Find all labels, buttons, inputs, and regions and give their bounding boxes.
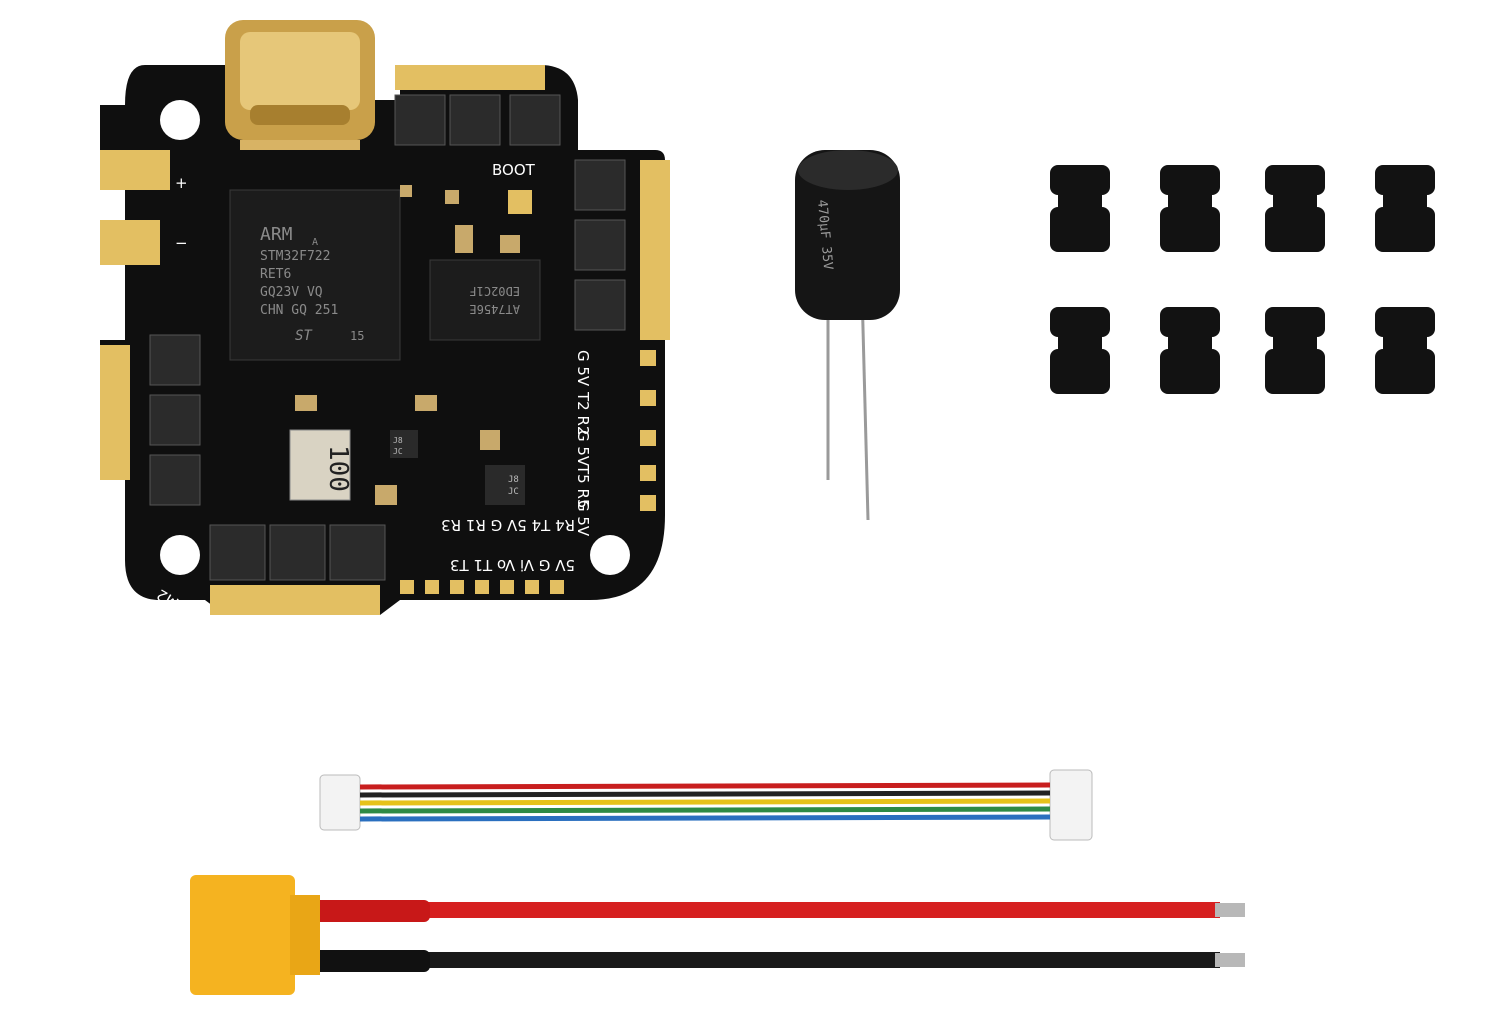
xt60-connector [190, 875, 320, 995]
flight-controller-board: ARM A STM32F722 RET6 GQ23V VQ CHN GQ 251… [95, 10, 680, 620]
right-pad-column [640, 350, 656, 511]
capacitor-body [795, 150, 900, 320]
mcu-code: 15 [350, 329, 364, 343]
boot-label: BOOT [492, 161, 536, 179]
plus-label: + [175, 174, 188, 192]
damper [1265, 307, 1325, 394]
capacitor-print: 470μF 35V [814, 199, 835, 271]
mcu-chip: ARM A STM32F722 RET6 GQ23V VQ CHN GQ 251… [229, 189, 401, 361]
mount-hole [160, 100, 200, 140]
inductor-value: 100 [323, 445, 353, 492]
pad-label: G 5V [574, 430, 592, 467]
damper [1375, 307, 1435, 394]
chip-mark: J8 [393, 436, 403, 445]
capacitor: 470μF 35V [780, 140, 920, 530]
mcu-line: GQ23V VQ [260, 285, 323, 300]
mcu-brand-text: ARM [260, 224, 293, 245]
bottom-inner-labels: R4 T4 5V G R1 R3 [441, 516, 575, 534]
damper [1050, 165, 1110, 252]
chip-mark: JC [508, 487, 519, 497]
jst-connector [319, 774, 361, 831]
motor-label-m3: M3 [581, 73, 606, 100]
mosfets [149, 94, 626, 581]
st-logo: ST [295, 328, 313, 344]
damper [1160, 307, 1220, 394]
damper [1375, 165, 1435, 252]
passives [295, 185, 520, 505]
usb-c-connector [225, 20, 375, 150]
signal-cable [300, 760, 1120, 850]
minus-label: − [175, 234, 188, 252]
cable-wires [359, 782, 1051, 822]
wire-tip [1215, 903, 1245, 917]
jst-connector [1049, 769, 1093, 841]
mcu-line: STM32F722 [260, 249, 330, 264]
pad-label: G 5V [574, 500, 592, 537]
motor-pads [100, 65, 670, 615]
mount-hole [590, 100, 630, 140]
regulator-chip-a: J8 JC [390, 430, 418, 458]
regulator-chip-b: J8 JC [485, 465, 525, 505]
motor-label-m4: M4 [632, 117, 660, 146]
capacitor-lead [860, 289, 870, 521]
osd-line: ED02C1F [469, 284, 520, 298]
right-pad-labels: G 5V T2 R2 G 5V T5 R5 G 5V [574, 350, 592, 537]
mount-hole [160, 535, 200, 575]
boot-pad [508, 190, 532, 214]
chip-mark: JC [393, 447, 403, 456]
motor-label-m1: M1 [100, 499, 121, 527]
bottom-pads [400, 580, 564, 594]
pad-label: G 5V [574, 350, 592, 387]
xt60-power-lead [180, 870, 1260, 1000]
inductor: 100 [289, 429, 353, 501]
chip-mark: J8 [508, 475, 519, 485]
mcu-sub-text: A [312, 237, 318, 248]
pad-label: T2 R2 [574, 391, 592, 435]
wire-tip [1215, 953, 1245, 967]
osd-line: AT7456E [469, 302, 520, 316]
mount-hole [590, 535, 630, 575]
osd-chip: AT7456E ED02C1F [429, 259, 541, 341]
mcu-line: RET6 [260, 267, 291, 282]
bottom-outer-labels: 5V G Vi Vo T1 T3 [450, 556, 575, 574]
damper [1160, 165, 1220, 252]
mcu-line: CHN GQ 251 [260, 303, 338, 318]
damper [1050, 307, 1110, 394]
rubber-dampers [1040, 160, 1460, 405]
pad-label: T5 R5 [574, 464, 592, 508]
damper [1265, 165, 1325, 252]
